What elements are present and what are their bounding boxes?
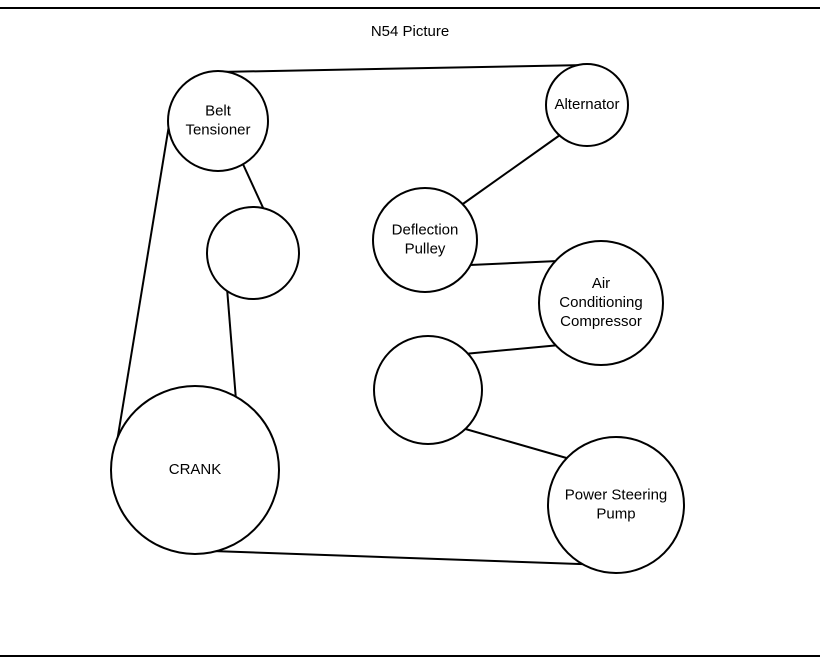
- power-steering-pump-circle: [547, 436, 685, 574]
- belt-tensioner-to-upper-idler: [241, 161, 266, 213]
- belt-deflection-to-ac: [469, 260, 559, 266]
- belt-tensioner-to-alternator: [217, 64, 588, 73]
- belt-lower-idler-to-power-steering: [461, 427, 571, 460]
- crank-label: CRANK: [169, 461, 222, 478]
- diagram-title: N54 Picture: [371, 23, 449, 40]
- belt-upper-idler-to-crank: [226, 287, 237, 401]
- belt-crank-to-tensioner: [113, 112, 172, 461]
- idler-pulley-lower-circle: [373, 335, 483, 445]
- alternator-circle: [545, 63, 629, 147]
- idler-pulley-upper-circle: [206, 206, 300, 300]
- belt-tensioner-circle: [167, 70, 269, 172]
- pulley-crank: CRANK: [110, 385, 280, 555]
- deflection-pulley-circle: [372, 187, 478, 293]
- belt-ac-to-lower-idler: [463, 344, 561, 355]
- belt-alternator-to-deflection: [459, 134, 561, 207]
- pulley-alternator: Alternator: [545, 63, 629, 147]
- pulley-idler-pulley-upper: [206, 206, 300, 300]
- ac-compressor-circle: [538, 240, 664, 366]
- crank-circle: [110, 385, 280, 555]
- belt-power-steering-to-crank: [211, 550, 638, 567]
- alternator-label: Alternator: [554, 96, 619, 113]
- pulley-idler-pulley-lower: [373, 335, 483, 445]
